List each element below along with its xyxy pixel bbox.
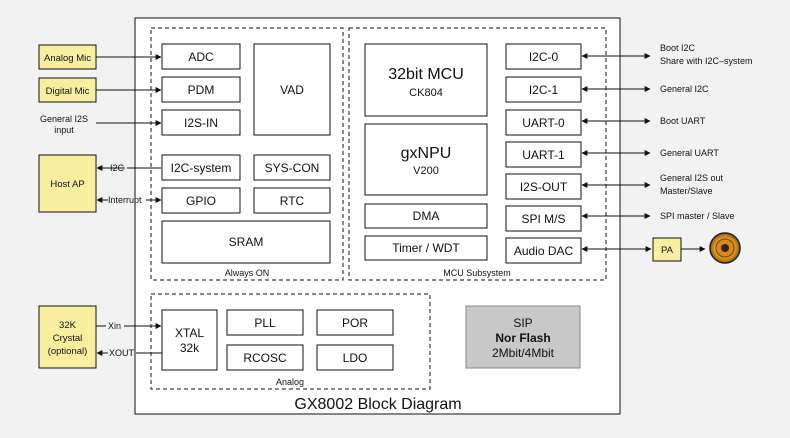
pdm-block: PDM [161,76,241,103]
host-ap-box: Host AP [38,154,97,213]
gpio-block: GPIO [161,187,241,214]
xout-signal-label: XOUT [109,348,135,358]
spi-desc: SPI master / Slave [660,211,735,221]
svg-text:2Mbit/4Mbit: 2Mbit/4Mbit [492,346,555,360]
svg-text:SRAM: SRAM [229,235,264,249]
xin-signal-label: Xin [108,321,121,331]
svg-text:Nor Flash: Nor Flash [495,331,550,345]
npu-block: gxNPU V200 [364,123,488,196]
svg-text:DMA: DMA [413,209,440,223]
mcu-block: 32bit MCU CK804 [364,43,488,117]
svg-text:32K: 32K [59,320,77,331]
sip-nor-flash-block: SIP Nor Flash 2Mbit/4Mbit [465,305,581,369]
i2c-0-desc: Boot I2C [660,43,696,53]
svg-text:Analog Mic: Analog Mic [44,53,91,64]
svg-text:I2S-OUT: I2S-OUT [520,180,568,194]
svg-text:RTC: RTC [280,194,305,208]
crystal-box: 32K Crystal (optional) [38,305,97,369]
ldo-block: LDO [316,344,394,371]
adc-block: ADC [161,43,241,70]
svg-text:I2S-IN: I2S-IN [184,116,218,130]
svg-text:LDO: LDO [343,351,368,365]
always-on-region [150,27,344,281]
uart-0-desc: Boot UART [660,116,706,126]
sys-con-block: SYS-CON [253,154,331,181]
svg-text:Crystal: Crystal [53,333,83,344]
speaker-icon [709,232,741,264]
rcosc-block: RCOSC [226,344,304,371]
svg-text:SPI M/S: SPI M/S [521,212,565,226]
pa-box: PA [652,237,682,262]
svg-text:SYS-CON: SYS-CON [265,161,320,175]
svg-text:RCOSC: RCOSC [243,351,287,365]
svg-text:PA: PA [661,245,674,256]
vad-block: VAD [253,43,331,136]
i2c-system-block: I2C-system [161,154,241,181]
pll-block: PLL [226,309,304,336]
audio-dac-block: Audio DAC [505,237,582,264]
svg-text:Host AP: Host AP [50,179,84,190]
i2c-0-desc-2: Share with I2C–system [660,56,753,66]
analog-mic-box: Analog Mic [38,44,97,70]
spi-block: SPI M/S [505,205,582,232]
general-i2s-input-label-2: input [54,125,74,135]
svg-text:PLL: PLL [254,316,276,330]
svg-text:Digital Mic: Digital Mic [46,86,90,97]
svg-text:ADC: ADC [188,50,214,64]
uart-1-block: UART-1 [505,141,582,168]
analog-label: Analog [276,377,304,387]
timer-wdt-block: Timer / WDT [364,235,488,261]
svg-text:GPIO: GPIO [186,194,216,208]
dma-block: DMA [364,203,488,229]
xtal-block: XTAL 32k [161,309,218,371]
svg-text:VAD: VAD [280,83,304,97]
svg-text:32bit MCU: 32bit MCU [388,66,464,83]
analog-region [150,293,431,390]
svg-text:Audio DAC: Audio DAC [514,244,574,258]
svg-text:I2C-system: I2C-system [171,161,232,175]
i2s-out-desc: General I2S out [660,173,724,183]
diagram-title: GX8002 Block Diagram [294,396,461,413]
general-i2s-input-label: General I2S [40,114,88,124]
mcu-subsystem-label: MCU Subsystem [443,268,511,278]
uart-0-block: UART-0 [505,109,582,136]
i2s-out-desc-2: Master/Slave [660,186,713,196]
i2c-1-block: I2C-1 [505,76,582,103]
digital-mic-box: Digital Mic [38,77,97,103]
i2s-in-block: I2S-IN [161,109,241,136]
svg-text:gxNPU: gxNPU [401,145,452,162]
svg-text:(optional): (optional) [48,346,88,357]
i2c-1-desc: General I2C [660,84,709,94]
svg-text:XTAL: XTAL [175,326,204,340]
svg-text:CK804: CK804 [409,87,443,99]
svg-text:Timer / WDT: Timer / WDT [392,241,460,255]
i2s-out-block: I2S-OUT [505,173,582,200]
i2c-0-block: I2C-0 [505,43,582,70]
svg-text:UART-1: UART-1 [522,148,565,162]
svg-text:I2C-1: I2C-1 [529,83,559,97]
por-block: POR [316,309,394,336]
svg-text:POR: POR [342,316,368,330]
svg-text:UART-0: UART-0 [522,116,565,130]
mcu-subsystem-region [348,27,607,281]
i2c-signal-label: I2C [110,163,125,173]
interrupt-signal-label: Interrupt [108,195,142,205]
svg-text:PDM: PDM [188,83,215,97]
rtc-block: RTC [253,187,331,214]
svg-text:V200: V200 [413,165,439,177]
svg-text:32k: 32k [180,341,200,355]
svg-text:SIP: SIP [513,316,532,330]
uart-1-desc: General UART [660,148,719,158]
svg-text:I2C-0: I2C-0 [529,50,559,64]
sram-block: SRAM [161,220,331,264]
always-on-label: Always ON [225,268,270,278]
